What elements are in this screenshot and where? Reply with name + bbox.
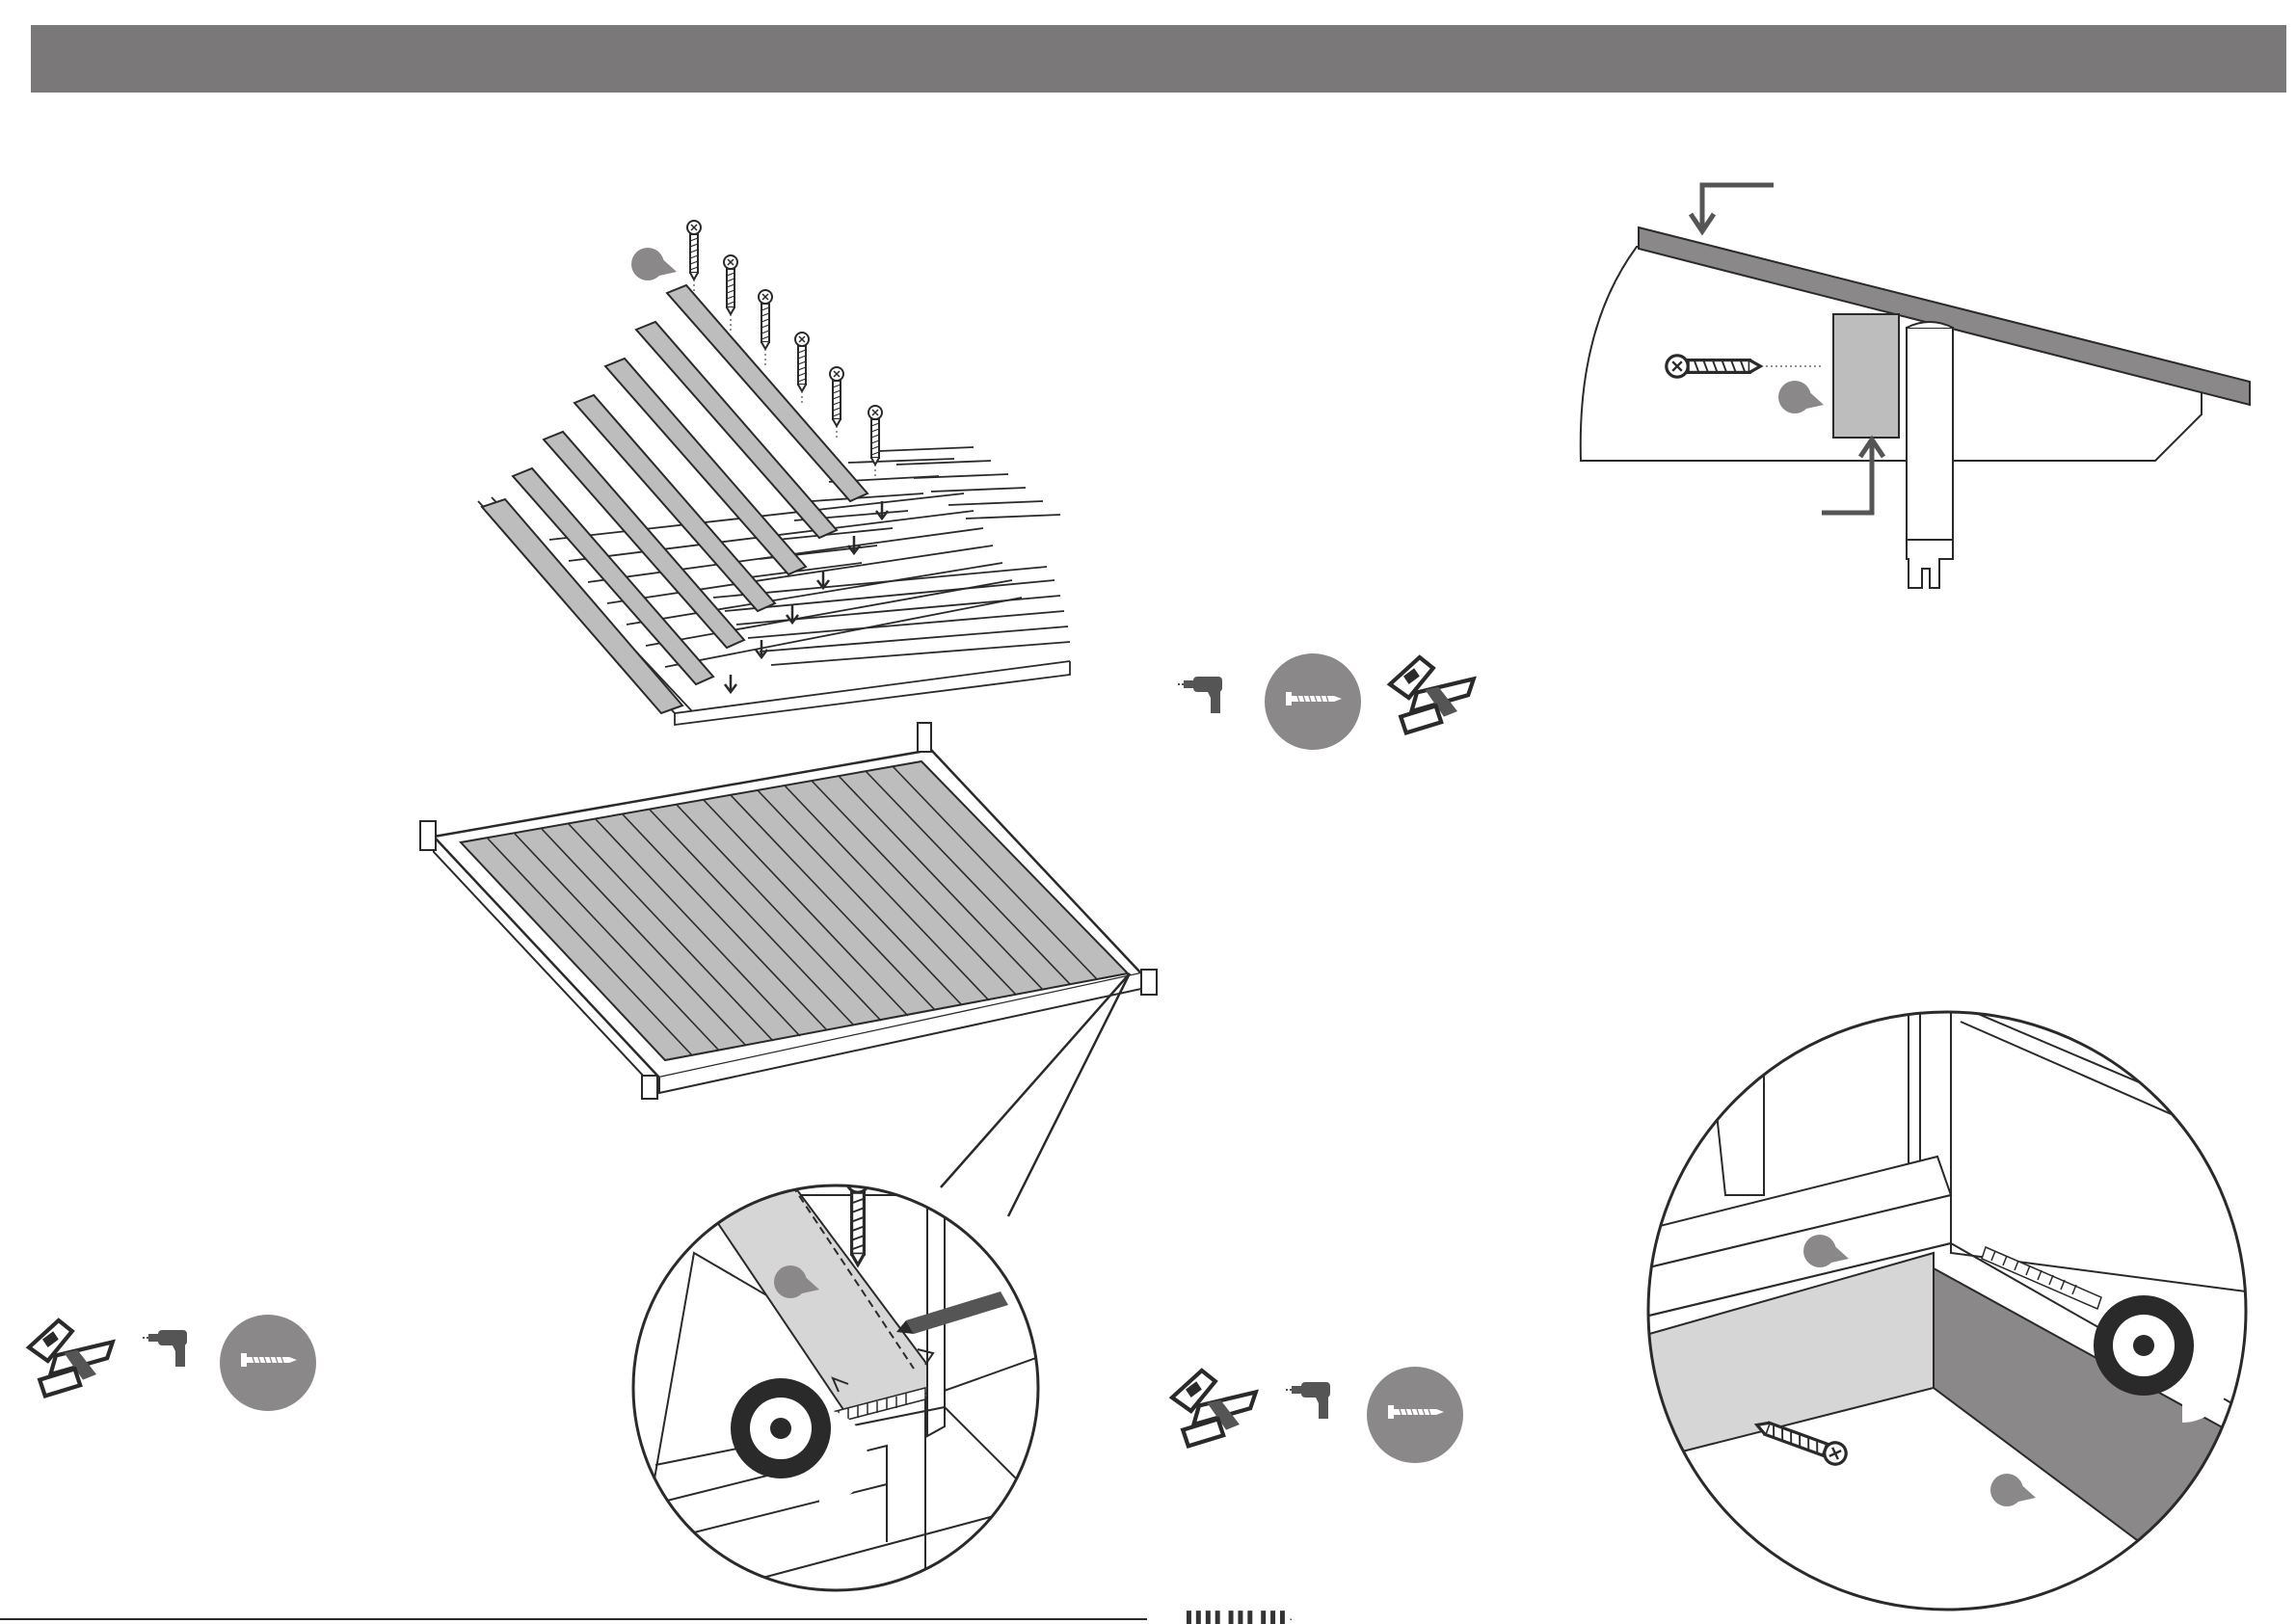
callout-marker-icon (631, 248, 677, 280)
deck-boards-exploded-view (478, 221, 1070, 725)
completed-deck-view (420, 723, 1157, 1216)
tools-bottom-center (1168, 1361, 1477, 1467)
zoom-detail-board-marking (627, 1171, 1060, 1624)
saw-icon (1390, 657, 1474, 732)
bottom-caption: ▐▐▐▐ ▐▐▐ ▐▐▐ · (1182, 1611, 1294, 1624)
tools-bottom-left (23, 1311, 332, 1417)
drill-icon (1286, 1382, 1330, 1419)
roof-section-detail (1581, 185, 2250, 588)
zoom-detail-corner-trim (1629, 964, 2256, 1624)
drill-icon (143, 1330, 187, 1367)
saw-icon (29, 1320, 113, 1396)
screw-icon (1367, 1367, 1463, 1463)
drill-icon (1178, 677, 1222, 713)
screw-icon (220, 1315, 316, 1411)
saw-icon (1172, 1371, 1256, 1446)
tools-top-center (1168, 648, 1496, 754)
screw-icon (1265, 653, 1361, 750)
